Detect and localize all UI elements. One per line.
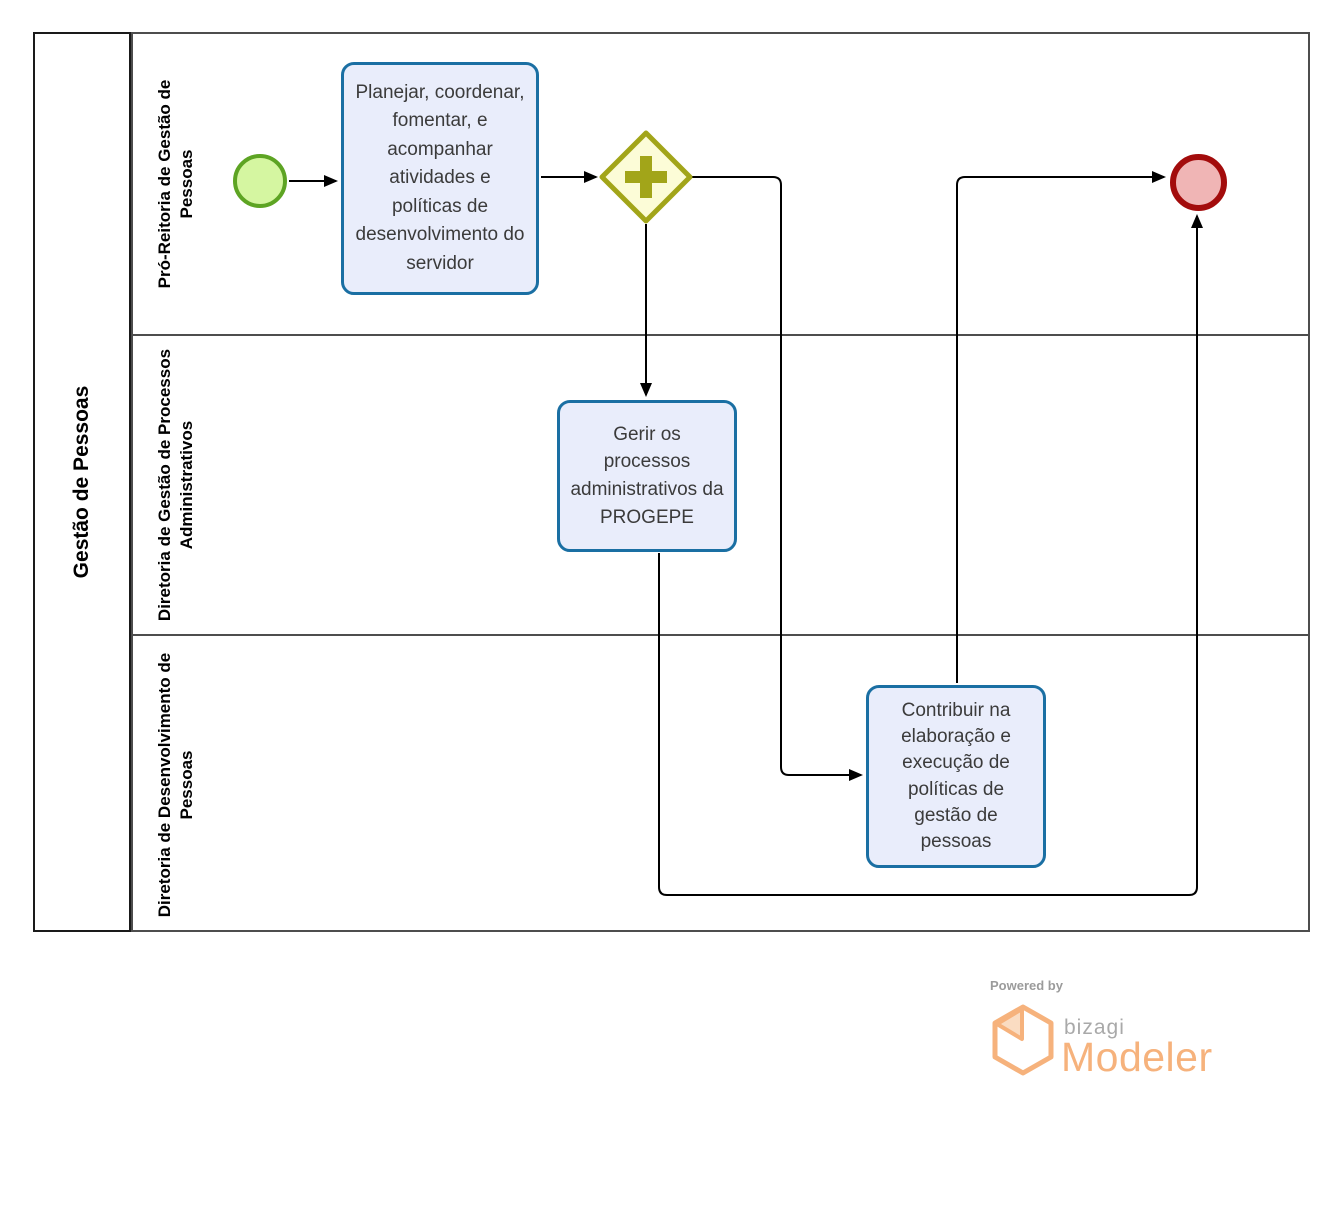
bizagi-box-icon: [992, 1004, 1054, 1076]
lane-label-area: Diretoria de Gestão de Processos Adminis…: [133, 336, 219, 634]
end-event: [1170, 154, 1227, 211]
lane-diretoria-desenvolvimento: Diretoria de Desenvolvimento de Pessoas: [133, 634, 1308, 934]
lane-pro-reitoria: Pró-Reitoria de Gestão de Pessoas: [133, 34, 1308, 334]
lane-label: Diretoria de Gestão de Processos Adminis…: [154, 348, 196, 622]
task-contribuir: Contribuir na elaboração e execução de p…: [866, 685, 1046, 868]
lane-label-area: Pró-Reitoria de Gestão de Pessoas: [133, 34, 219, 334]
parallel-gateway-icon: [599, 130, 693, 224]
bizagi-watermark: Powered by bizagi Modeler: [988, 978, 1248, 1088]
start-event: [233, 154, 287, 208]
modeler-wordmark: Modeler: [1061, 1034, 1213, 1080]
lane-label: Diretoria de Desenvolvimento de Pessoas: [154, 652, 196, 918]
pool-title: Gestão de Pessoas: [70, 385, 93, 579]
lane-label-area: Diretoria de Desenvolvimento de Pessoas: [133, 636, 219, 934]
pool-header: Gestão de Pessoas: [33, 32, 131, 932]
lane-label: Pró-Reitoria de Gestão de Pessoas: [154, 79, 196, 289]
pool-gestao-de-pessoas: Gestão de Pessoas Pró-Reitoria de Gestão…: [33, 32, 1310, 932]
task-planejar: Planejar, coordenar, fomentar, e acompan…: [341, 62, 539, 295]
plus-icon: [640, 156, 652, 198]
bizagi-wordmark: bizagi: [1064, 1016, 1125, 1039]
powered-by-label: Powered by: [990, 978, 1063, 993]
task-gerir: Gerir os processos administrativos da PR…: [557, 400, 737, 552]
